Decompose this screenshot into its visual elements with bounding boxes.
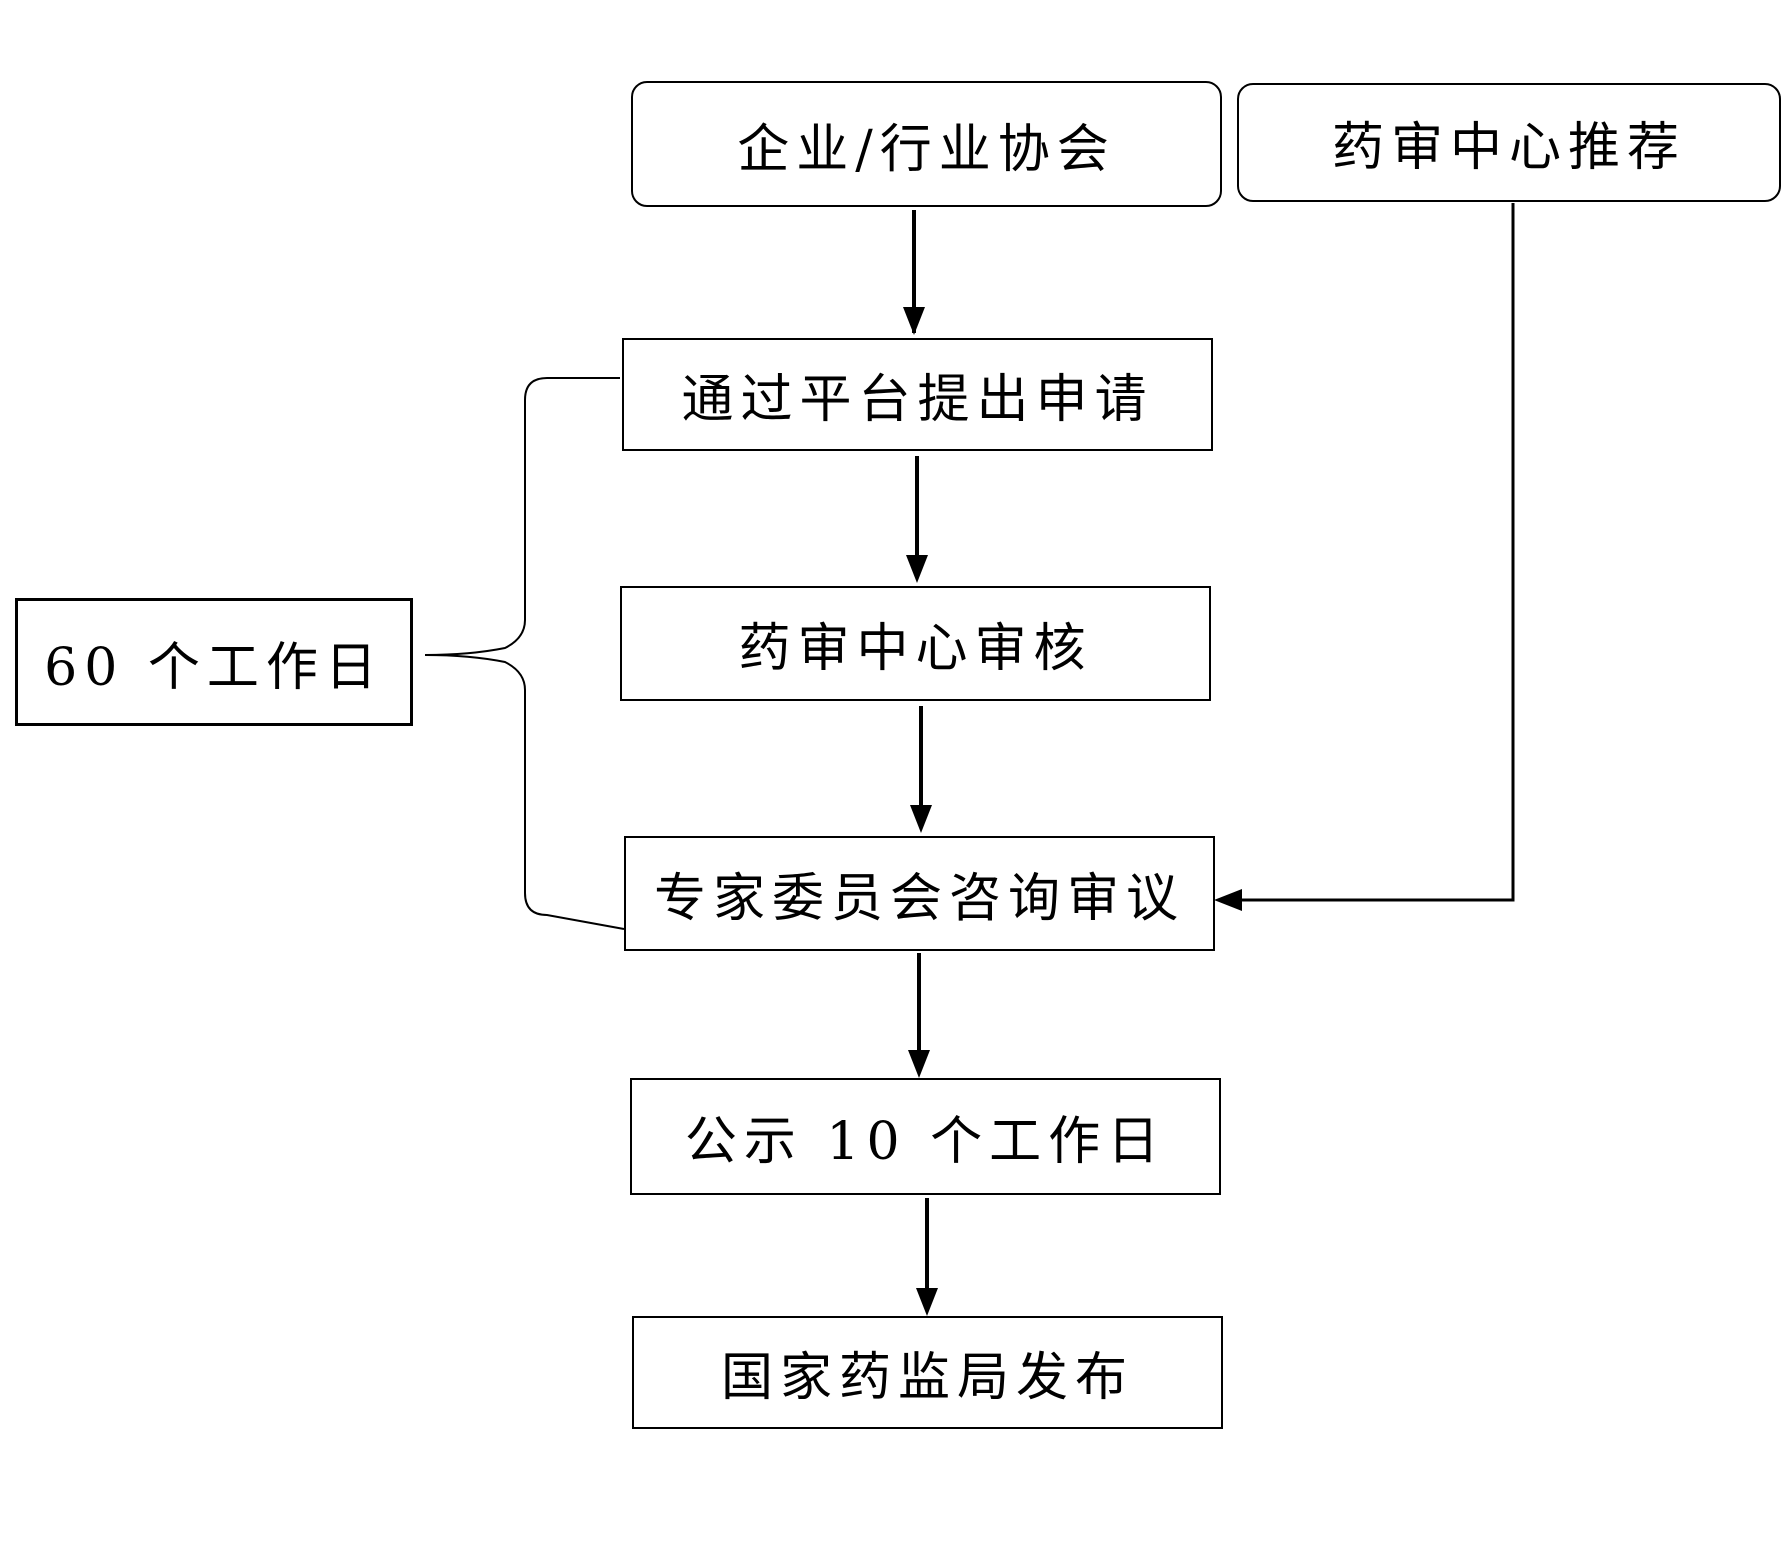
node-center-recommend: 药审中心推荐	[1237, 83, 1781, 202]
arrowhead-enterprise-to-apply	[903, 307, 925, 335]
arrowhead-apply-to-center-review	[906, 555, 928, 583]
node-apply: 通过平台提出申请	[622, 338, 1213, 451]
node-center-recommend-label: 药审中心推荐	[1331, 118, 1686, 178]
node-enterprise-label: 企业/行业协会	[737, 119, 1116, 180]
node-center-review-label: 药审中心审核	[738, 619, 1093, 679]
node-publicity-label: 公示 10 个工作日	[684, 1112, 1167, 1172]
node-duration-label: 60 个工作日	[44, 637, 384, 698]
arrowhead-recommend-to-expert	[1214, 889, 1242, 911]
arrowhead-expert-to-publicity	[908, 1050, 930, 1078]
arrow-recommend-to-expert	[1240, 203, 1515, 902]
node-expert-review-label: 专家委员会咨询审议	[653, 869, 1185, 929]
node-expert-review: 专家委员会咨询审议	[624, 836, 1215, 951]
node-duration: 60 个工作日	[15, 598, 413, 726]
node-enterprise: 企业/行业协会	[631, 81, 1222, 207]
node-center-review: 药审中心审核	[620, 586, 1211, 701]
node-nmpa-release-label: 国家药监局发布	[720, 1348, 1134, 1408]
node-apply-label: 通过平台提出申请	[681, 370, 1154, 430]
node-publicity: 公示 10 个工作日	[630, 1078, 1221, 1195]
arrowhead-publicity-to-release	[916, 1288, 938, 1316]
arrowhead-center-review-to-expert	[910, 805, 932, 833]
node-nmpa-release: 国家药监局发布	[632, 1316, 1223, 1429]
duration-brace	[424, 377, 625, 930]
